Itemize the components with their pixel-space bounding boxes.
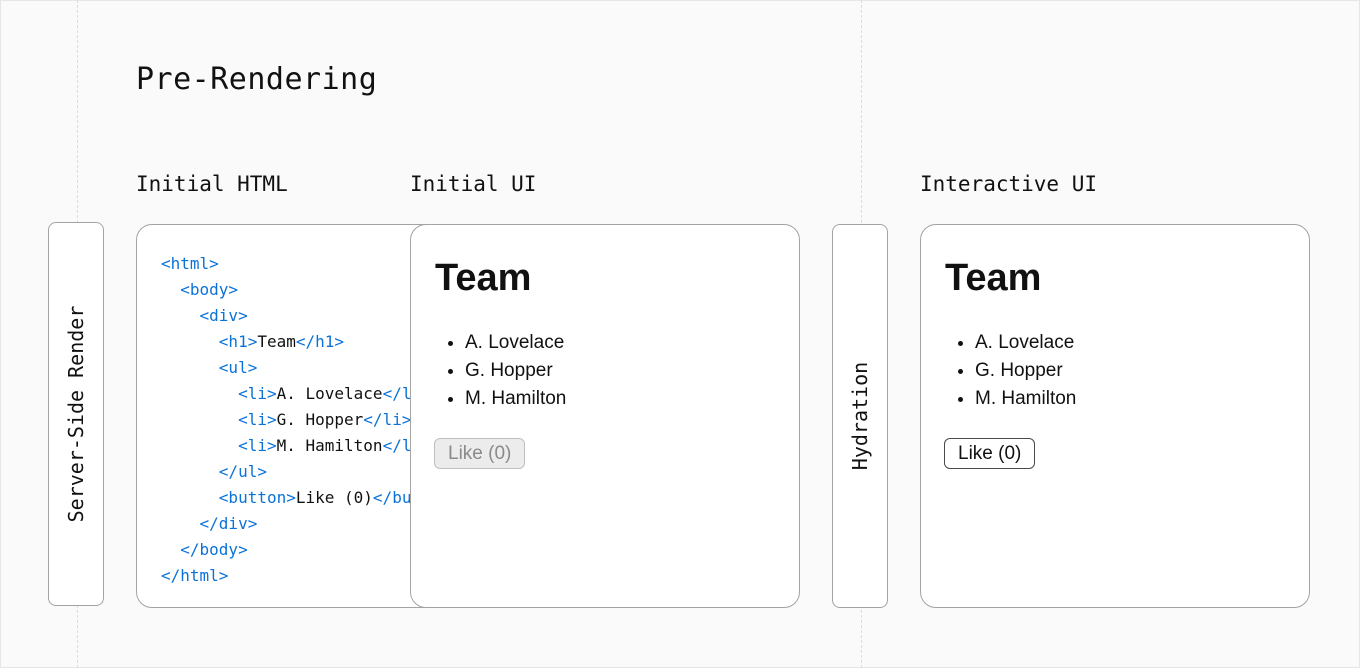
code-text: G. Hopper (276, 410, 364, 429)
stage-server-side-render-label: Server-Side Render (64, 305, 88, 523)
code-tag: <button> (218, 488, 296, 507)
list-item: A. Lovelace (975, 329, 1076, 357)
team-list: A. Lovelace G. Hopper M. Hamilton (439, 329, 566, 413)
code-tag: <li> (238, 436, 277, 455)
list-item: G. Hopper (975, 357, 1076, 385)
stage-server-side-render: Server-Side Render (48, 222, 104, 606)
code-tag: <div> (199, 306, 248, 325)
label-initial-ui: Initial UI (410, 172, 537, 196)
code-tag: </h1> (295, 332, 345, 351)
code-tag: <html> (161, 254, 219, 273)
label-initial-html: Initial HTML (136, 172, 288, 196)
initial-ui-card: Team A. Lovelace G. Hopper M. Hamilton L… (410, 224, 800, 608)
label-interactive-ui: Interactive UI (920, 172, 1098, 196)
code-tag: </body> (180, 540, 248, 559)
code-text: A. Lovelace (276, 384, 383, 403)
code-tag: </li> (363, 410, 412, 429)
stage-hydration: Hydration (832, 224, 888, 608)
list-item: A. Lovelace (465, 329, 566, 357)
code-tag: <body> (180, 280, 239, 299)
html-code-block: <html> <body> <div> <h1>Team</h1> <ul> <… (161, 251, 445, 589)
diagram-title: Pre-Rendering (136, 62, 378, 97)
code-tag: <li> (238, 410, 277, 429)
team-list: A. Lovelace G. Hopper M. Hamilton (949, 329, 1076, 413)
list-item: G. Hopper (465, 357, 566, 385)
initial-html-card: <html> <body> <div> <h1>Team</h1> <ul> <… (136, 224, 446, 608)
code-tag: <li> (238, 384, 277, 403)
code-tag: <ul> (218, 358, 258, 377)
code-tag: </ul> (218, 462, 267, 481)
stage-hydration-label: Hydration (848, 361, 872, 471)
code-tag: <h1> (218, 332, 258, 351)
code-tag: </html> (161, 566, 229, 585)
team-heading: Team (435, 257, 532, 299)
code-text: Team (257, 332, 296, 351)
list-item: M. Hamilton (975, 385, 1076, 413)
like-button[interactable]: Like (0) (944, 438, 1036, 469)
list-item: M. Hamilton (465, 385, 566, 413)
interactive-ui-card: Team A. Lovelace G. Hopper M. Hamilton L… (920, 224, 1310, 608)
like-button-disabled: Like (0) (434, 438, 526, 469)
code-text: M. Hamilton (276, 436, 383, 455)
code-tag: </div> (199, 514, 258, 533)
team-heading: Team (945, 257, 1042, 299)
code-text: Like (0) (295, 488, 373, 507)
